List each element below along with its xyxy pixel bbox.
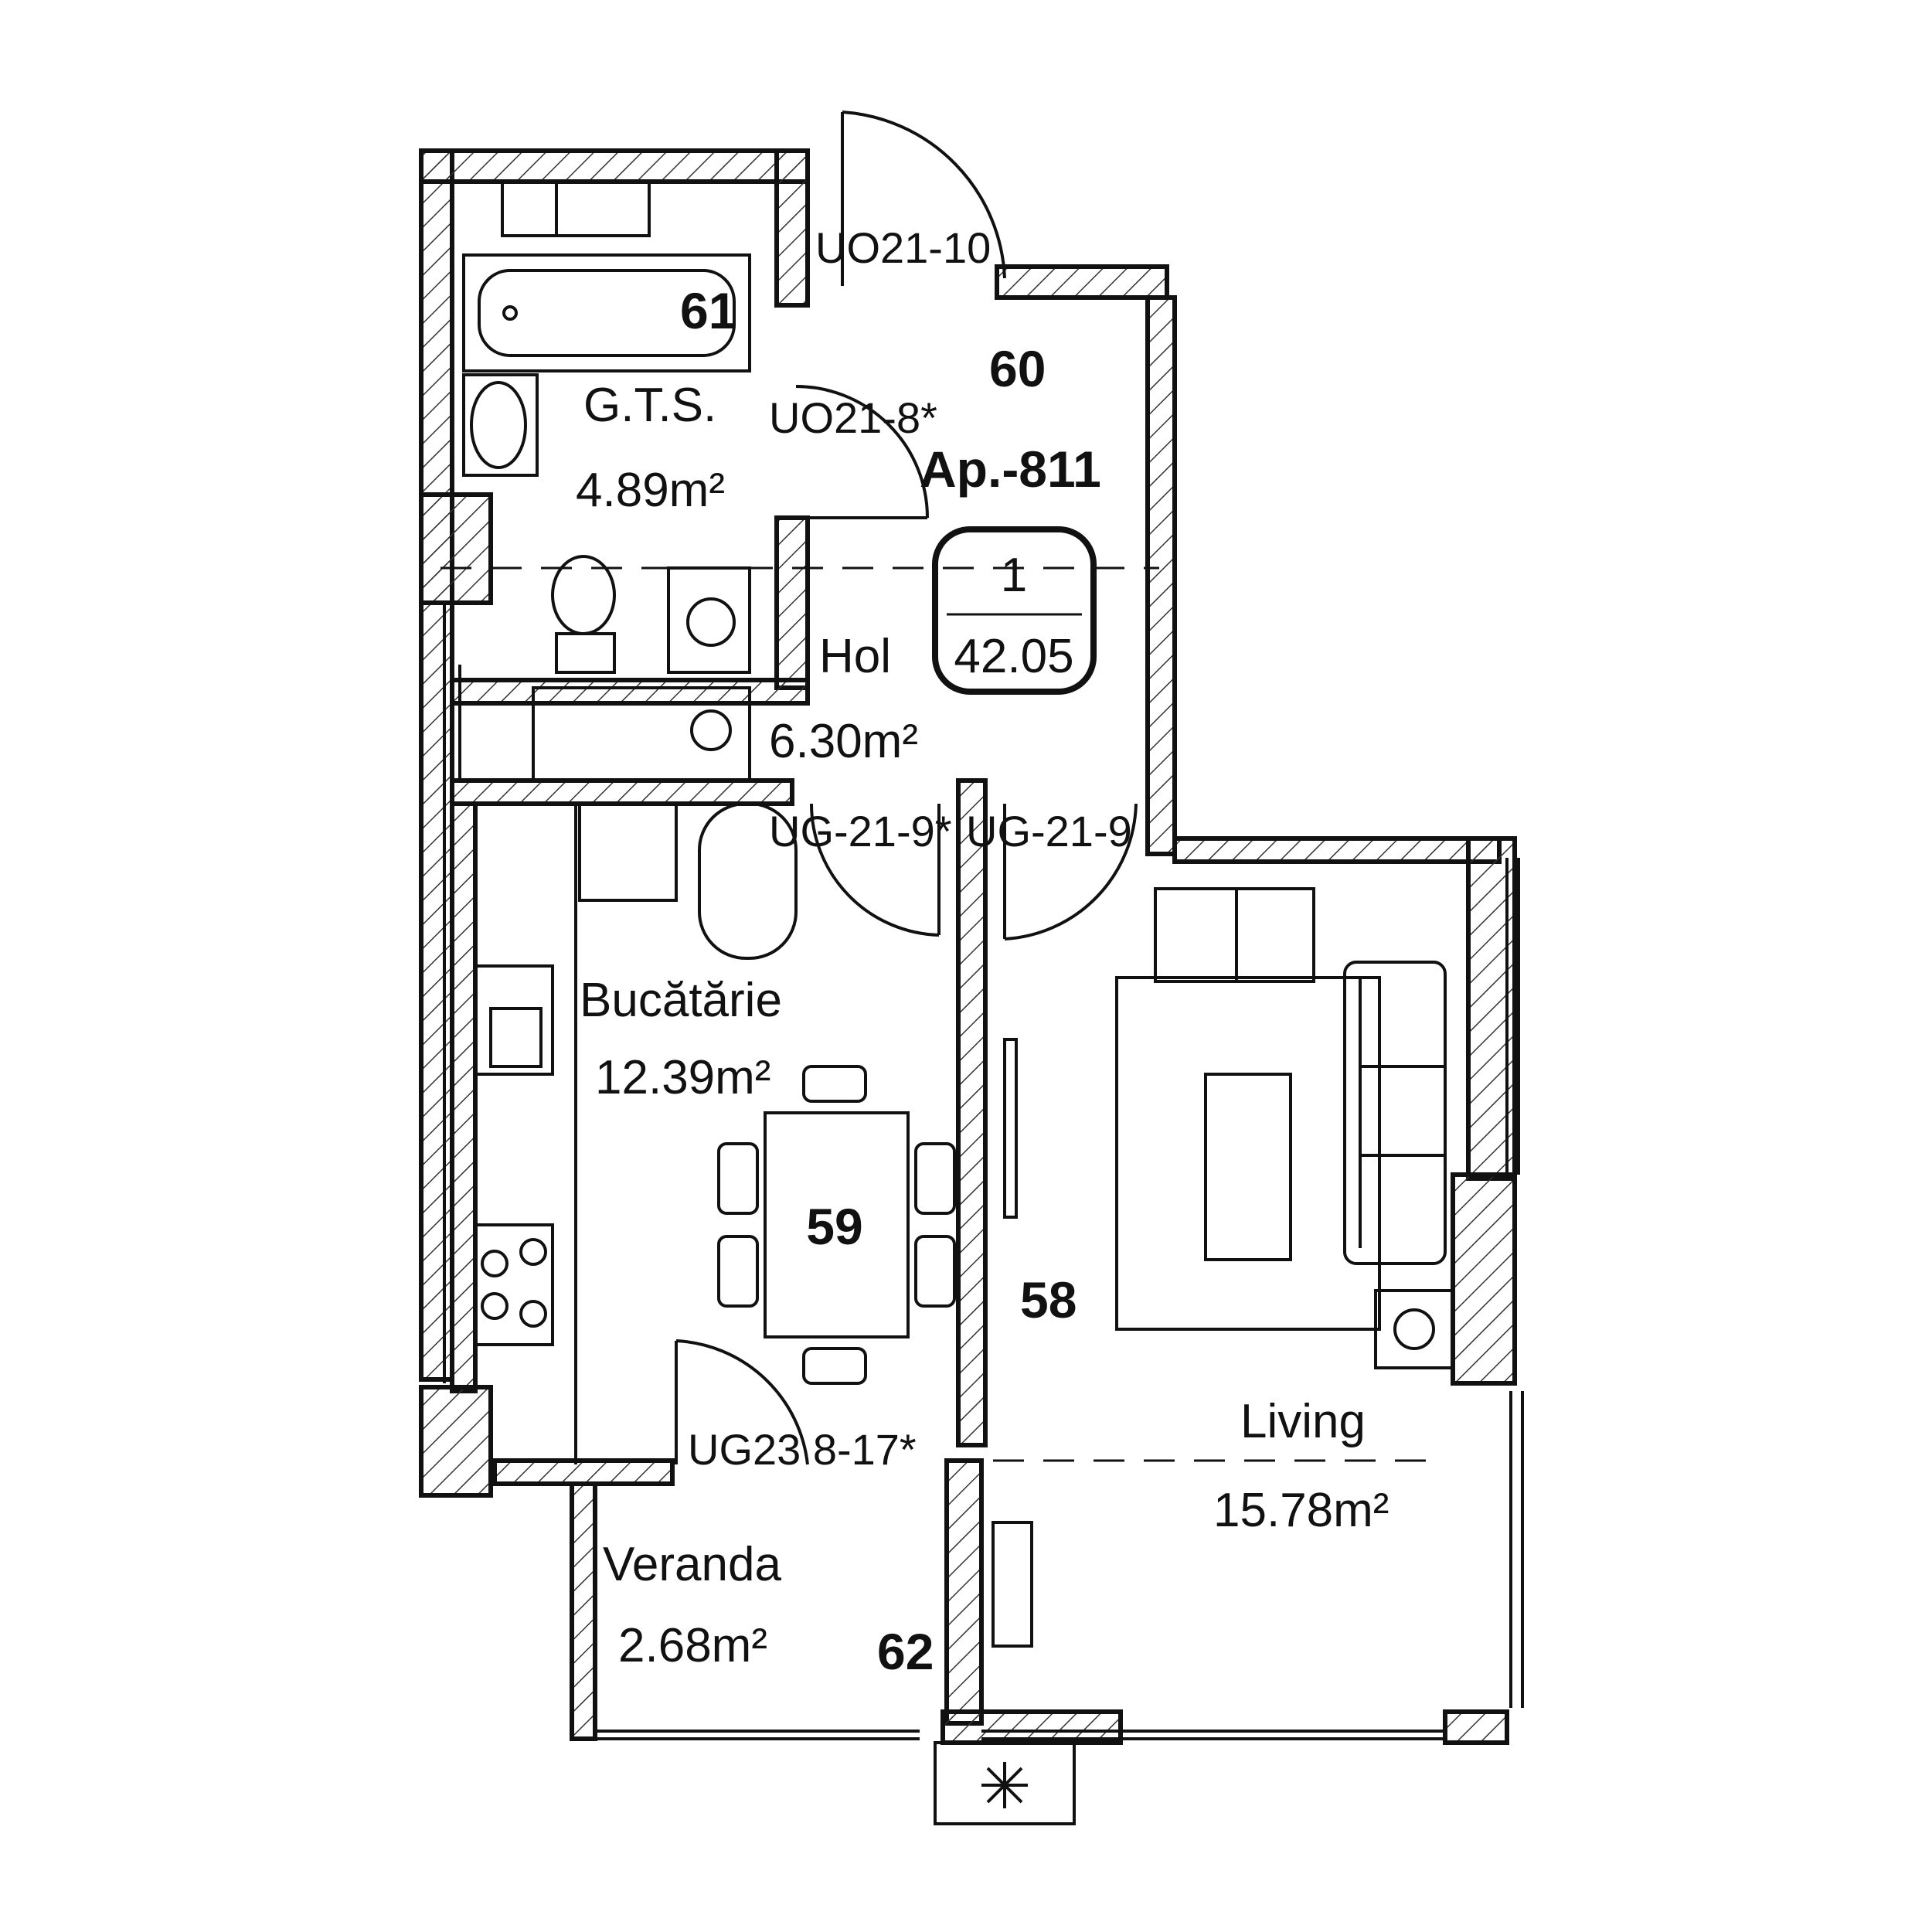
- wall-hall-right: [1145, 295, 1177, 856]
- door-label-veranda: UG23 8-17*: [688, 1425, 917, 1474]
- wall-veranda-left: [570, 1481, 597, 1741]
- wall-bath-right: [774, 148, 810, 308]
- door-label-entrance: UO21-10: [815, 223, 991, 272]
- toilet-icon: [551, 555, 616, 674]
- room-area-kitchen: 12.39m²: [595, 1051, 770, 1104]
- wall-bath-kitchen: [450, 678, 810, 706]
- room-area-living: 15.78m²: [1213, 1484, 1389, 1537]
- door-label-bathroom: UO21-8*: [769, 393, 937, 442]
- doors: [675, 111, 1138, 1465]
- outer-wall-left: [419, 148, 454, 1382]
- rug-icon: [1115, 976, 1381, 1331]
- bathtub-icon: [462, 253, 751, 372]
- armchair-icon: [1154, 887, 1315, 983]
- room-number-living: 58: [1020, 1271, 1077, 1328]
- room-area-hall: 6.30m²: [769, 715, 918, 768]
- dining-table-icon: [717, 1065, 956, 1385]
- washing-machine-icon: [667, 566, 751, 674]
- wall-kitchen-living: [956, 778, 988, 1447]
- wall-kitchen-left: [450, 801, 478, 1393]
- room-name-bathroom: G.T.S.: [583, 379, 716, 432]
- lamp-icon: [1374, 1289, 1454, 1369]
- door-label-living: UG-21-9: [966, 807, 1132, 855]
- room-number-veranda: 62: [877, 1623, 934, 1680]
- radiator-icon: [992, 1038, 1033, 1648]
- room-name-living: Living: [1240, 1395, 1366, 1448]
- bath-cabinet: [501, 180, 651, 237]
- room-number-hall: 60: [989, 340, 1046, 397]
- wall-veranda-right: [944, 1458, 984, 1726]
- wall-kitchen-top: [450, 778, 794, 806]
- wall-kitchen-bottom: [492, 1458, 675, 1486]
- wall-bath-right-low: [774, 515, 810, 690]
- apartment-label: Ap.-811: [920, 440, 1101, 498]
- room-area-veranda: 2.68m²: [618, 1619, 767, 1672]
- cooktop-icon: [474, 1223, 554, 1346]
- walls: [419, 148, 1517, 1745]
- kitchen-sink-icon: [474, 964, 554, 1076]
- room-area-bathroom: 4.89m²: [576, 464, 725, 517]
- ext-block-upper: [419, 492, 493, 605]
- wall-bottom-right: [1443, 1709, 1509, 1745]
- ext-block-lower: [419, 1385, 493, 1498]
- sink-icon: [462, 373, 539, 477]
- wall-living-top: [1172, 836, 1502, 864]
- wall-living-right-low: [1451, 1172, 1517, 1386]
- snowflake-icon: [934, 1741, 1076, 1825]
- badge-area: 42.05: [954, 630, 1073, 683]
- badge-number: 1: [1001, 549, 1027, 602]
- door-label-kitchen: UG-21-9*: [769, 807, 952, 855]
- room-number-bathroom: 61: [680, 282, 736, 339]
- window-lines: [443, 603, 1524, 1740]
- boiler-unit: [532, 686, 751, 782]
- room-name-kitchen: Bucătărie: [580, 974, 782, 1027]
- sofa-icon: [1343, 961, 1447, 1265]
- apartment-badge: 1 42.05: [932, 526, 1097, 695]
- room-number-kitchen: 59: [806, 1198, 862, 1255]
- room-name-hall: Hol: [819, 630, 891, 683]
- wall-top-right: [995, 264, 1169, 300]
- kitchen-counter: [574, 802, 798, 1464]
- wall-top-bath: [419, 148, 810, 184]
- room-name-veranda: Veranda: [603, 1538, 782, 1591]
